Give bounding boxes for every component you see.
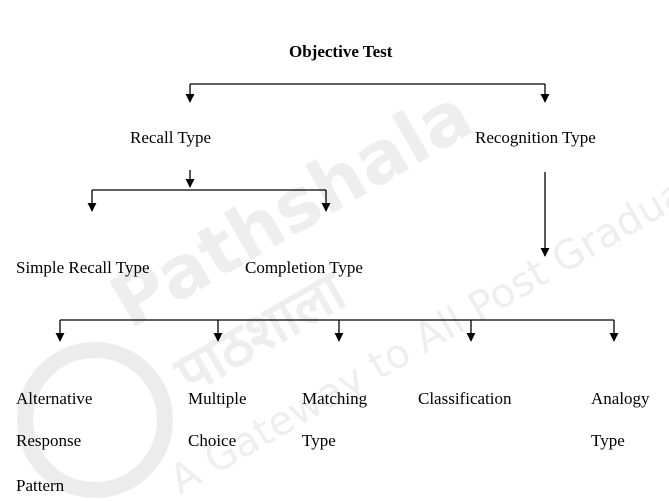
node-alternative-line1: Alternative	[16, 389, 93, 408]
node-alternative-line2: Response	[16, 431, 82, 450]
node-simple-recall-type: Simple Recall Type	[16, 258, 150, 277]
diagram-title: Objective Test	[289, 42, 393, 61]
node-analogy-line2: Type	[591, 431, 625, 450]
node-analogy-line1: Analogy	[591, 389, 650, 408]
node-multiple-line1: Multiple	[188, 389, 247, 408]
node-alternative-line3: Pattern	[16, 476, 65, 495]
node-recognition-type: Recognition Type	[475, 128, 596, 147]
node-multiple-line2: Choice	[188, 431, 237, 450]
node-classification: Classification	[418, 389, 512, 408]
node-recall-type: Recall Type	[130, 128, 212, 147]
node-matching-line2: Type	[302, 431, 336, 450]
node-completion-type: Completion Type	[245, 258, 363, 277]
node-matching-line1: Matching	[302, 389, 368, 408]
